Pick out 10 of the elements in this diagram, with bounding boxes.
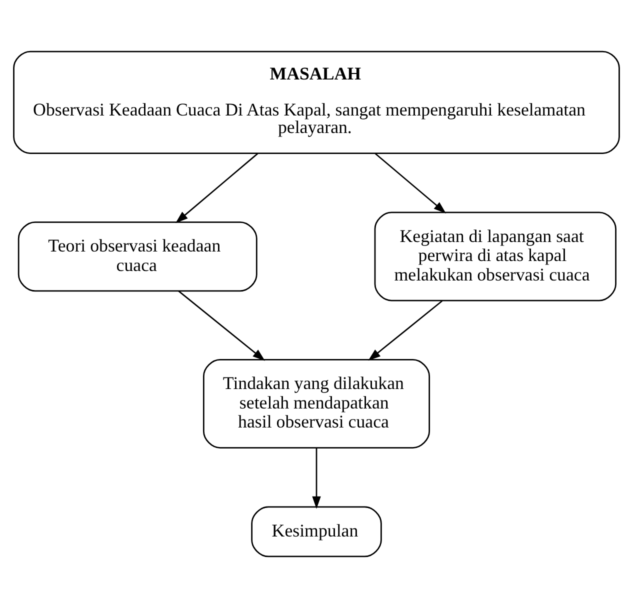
arrow: [312, 447, 321, 508]
arrow: [374, 152, 446, 213]
arrow: [178, 290, 266, 360]
arrow: [368, 300, 443, 360]
node-box: MASALAH Observasi Keadaan Cuaca Di Atas Kapal, sangat mempengaruhi keselamatan pelayaran.: [13, 50, 620, 154]
node-box: Teori observasi keadaan cuaca: [18, 220, 258, 292]
node-box: Kegiatan di lapangan saat perwira di atas kapal melakukan observasi cuaca: [374, 211, 616, 301]
node-box: Tindakan yang dilakukan setelah mendapatkan hasil observasi cuaca: [202, 358, 430, 448]
node-box: Kesimpulan: [251, 506, 382, 557]
arrow: [176, 152, 258, 223]
